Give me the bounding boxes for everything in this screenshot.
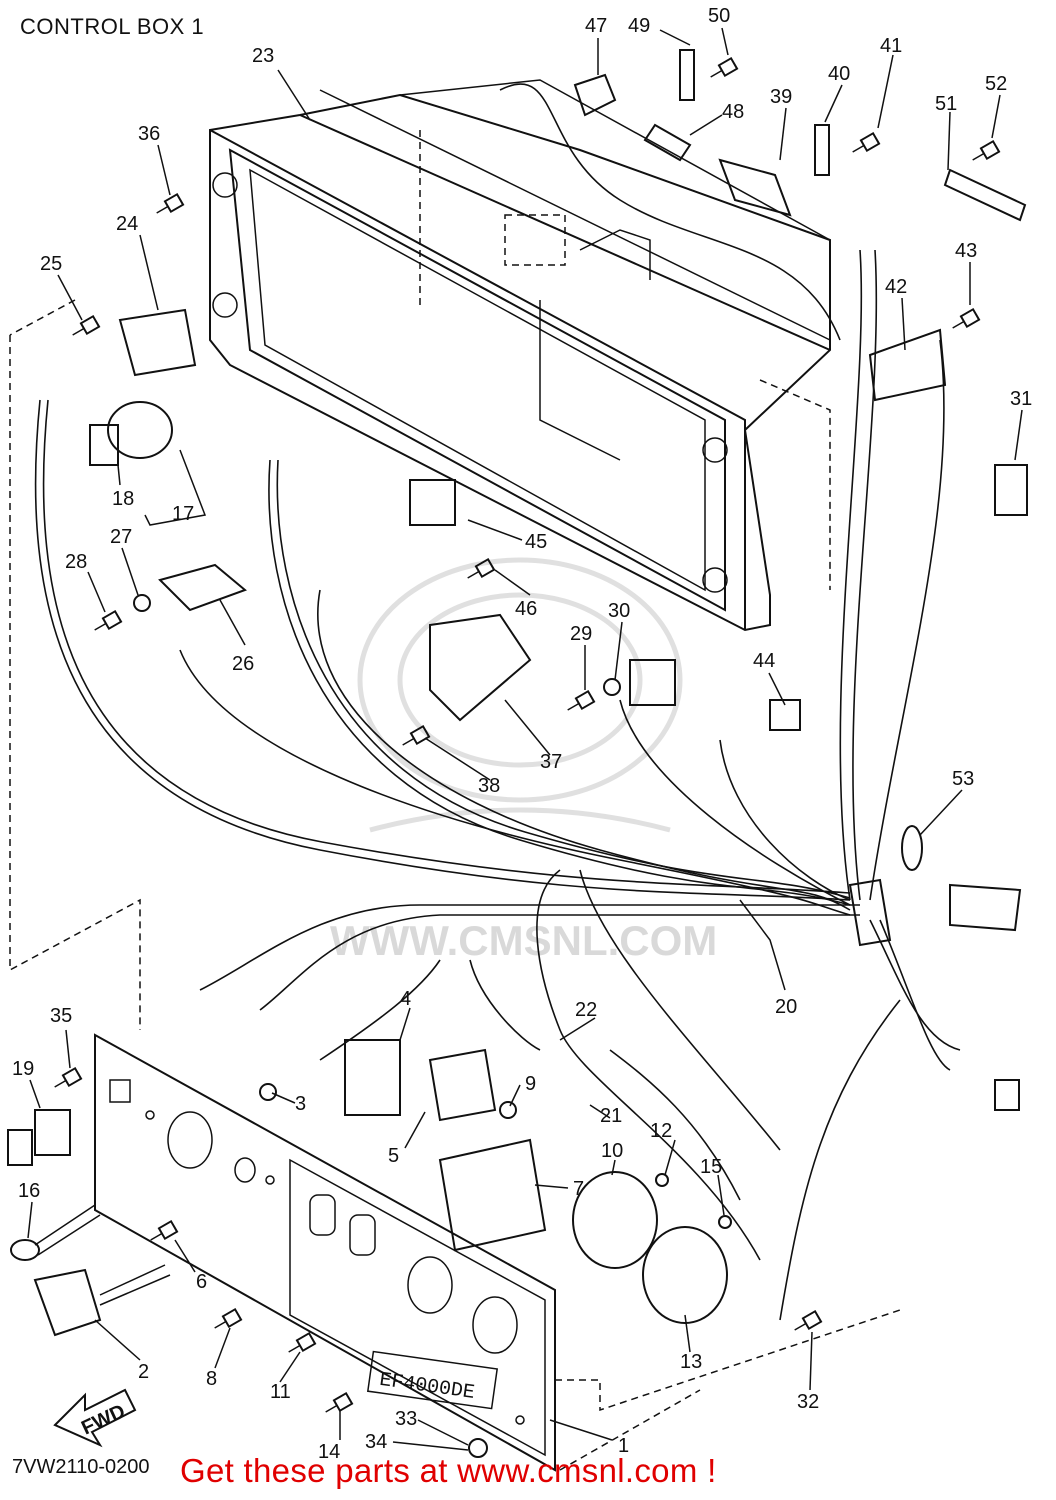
callout-44: 44 (753, 650, 775, 672)
callout-17: 17 (172, 503, 194, 525)
callout-12: 12 (650, 1120, 672, 1142)
callout-35: 35 (50, 1005, 72, 1027)
wire-harness (34, 83, 961, 1321)
rocker-cover-part (7, 1129, 33, 1166)
callout-28: 28 (65, 551, 87, 573)
callout-19: 19 (12, 1058, 34, 1080)
sleeve-part (643, 123, 692, 162)
callout-20: 20 (775, 996, 797, 1018)
callout-36: 36 (138, 123, 160, 145)
callout-26: 26 (232, 653, 254, 675)
plug-part (949, 883, 1022, 932)
diagram-title: CONTROL BOX 1 (20, 14, 205, 39)
callout-49: 49 (628, 15, 650, 37)
callout-34: 34 (365, 1431, 387, 1453)
bracket-part (943, 168, 1027, 222)
relay-part (118, 308, 197, 377)
twist-receptacle-part (572, 1171, 658, 1269)
callout-40: 40 (828, 63, 850, 85)
callout-29: 29 (570, 623, 592, 645)
callout-24: 24 (116, 213, 138, 235)
callout-15: 15 (700, 1156, 722, 1178)
leader-lines (27, 27, 1023, 1451)
callout-38: 38 (478, 775, 500, 797)
control-unit-part (429, 613, 532, 722)
callout-23: 23 (252, 45, 274, 67)
callout-labels: 47 49 50 41 52 23 40 39 51 48 36 24 43 2… (12, 5, 1032, 1463)
key-switch-part (107, 401, 173, 459)
callout-43: 43 (955, 240, 977, 262)
watermark-text: WWW.CMSNL.COM (330, 917, 717, 964)
callout-47: 47 (585, 15, 607, 37)
callout-10: 10 (601, 1140, 623, 1162)
callout-25: 25 (40, 253, 62, 275)
control-box-housing (209, 79, 831, 632)
front-panel: EF4000DE (94, 1033, 556, 1472)
callout-14: 14 (318, 1441, 340, 1463)
connector-part (994, 464, 1028, 516)
meter-part (33, 1268, 102, 1337)
callout-18: 18 (112, 488, 134, 510)
key-part (89, 424, 119, 466)
callout-9: 9 (525, 1073, 536, 1095)
callout-22: 22 (575, 999, 597, 1021)
callout-3: 3 (295, 1093, 306, 1115)
fwd-arrow-shape (53, 1388, 137, 1448)
callout-52: 52 (985, 73, 1007, 95)
callout-39: 39 (770, 86, 792, 108)
callout-1: 1 (618, 1435, 629, 1457)
callout-2: 2 (138, 1361, 149, 1383)
circuit-breaker-part (718, 158, 792, 217)
callout-53: 53 (952, 768, 974, 790)
callout-41: 41 (880, 35, 902, 57)
callout-4: 4 (400, 988, 411, 1010)
callout-45: 45 (525, 531, 547, 553)
plate-part-2 (814, 124, 830, 176)
plate-part (679, 49, 695, 101)
components (7, 49, 1028, 1448)
callout-42: 42 (885, 276, 907, 298)
callout-30: 30 (608, 600, 630, 622)
callout-21: 21 (600, 1105, 622, 1127)
assembly-outline (9, 299, 901, 1471)
breaker-part (428, 1048, 497, 1122)
watermark-logo: WWW.CMSNL.COM (330, 557, 717, 964)
callout-33: 33 (395, 1408, 417, 1430)
regulator-part (868, 328, 947, 402)
fuse-holder-part (573, 73, 617, 117)
callout-37: 37 (540, 751, 562, 773)
clamp-part (901, 825, 923, 871)
callout-50: 50 (708, 5, 730, 27)
callout-8: 8 (206, 1368, 217, 1390)
diagram-code: 7VW2110-0200 (12, 1456, 150, 1478)
callout-48: 48 (722, 101, 744, 123)
callout-7: 7 (573, 1178, 584, 1200)
twist-receptacle-part-2 (642, 1226, 728, 1324)
grommet-part (848, 878, 892, 947)
coil-part (409, 479, 456, 526)
callout-11: 11 (270, 1381, 291, 1403)
callout-31: 31 (1010, 388, 1032, 410)
receptacle-part (438, 1138, 547, 1252)
callout-13: 13 (680, 1351, 702, 1373)
callout-32: 32 (797, 1391, 819, 1413)
switch-part (344, 1039, 401, 1116)
callout-51: 51 (935, 93, 957, 115)
promo-link-text[interactable]: Get these parts at www.cmsnl.com ! (180, 1452, 717, 1489)
callout-46: 46 (515, 598, 537, 620)
callout-27: 27 (110, 526, 132, 548)
callout-16: 16 (18, 1180, 40, 1202)
connector-part-2 (629, 659, 676, 706)
pilot-lamp-part (10, 1239, 40, 1261)
callout-5: 5 (388, 1145, 399, 1167)
fasteners (54, 56, 1001, 1458)
terminal-part (994, 1079, 1020, 1111)
callout-6: 6 (196, 1271, 207, 1293)
board-part (158, 563, 247, 612)
connector-part-3 (769, 699, 801, 731)
rocker-switch-part (34, 1109, 71, 1156)
